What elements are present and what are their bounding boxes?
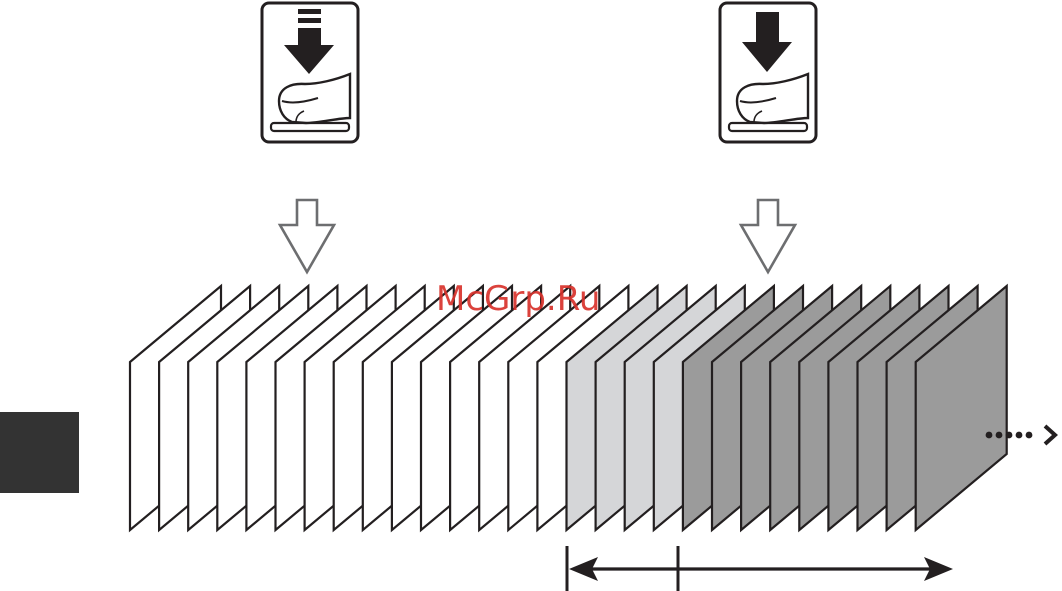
shutter-full-press-icon [720,3,816,142]
shutter-half-press-icon [262,3,358,142]
watermark: McGrp.Ru [436,279,600,319]
double-headed-arrow-icon [567,546,953,591]
hollow-down-arrow-icon [280,200,334,272]
hollow-down-arrow-icon [741,200,795,272]
frame-stack [130,286,1007,530]
